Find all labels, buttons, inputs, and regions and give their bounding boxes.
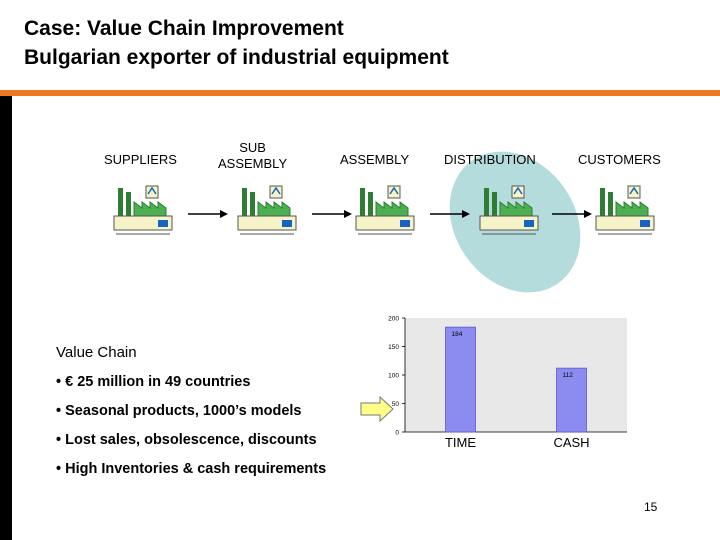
chart-y-tick-label: 150 xyxy=(388,344,399,351)
callout-arrow-icon xyxy=(360,396,394,422)
slide-title: Case: Value Chain Improvement Bulgarian … xyxy=(24,14,449,72)
slide-title-line1: Case: Value Chain Improvement xyxy=(24,17,344,40)
factory-icon xyxy=(479,185,539,235)
stage-label-suppliers: SUPPLIERS xyxy=(104,152,177,167)
flow-arrow xyxy=(312,210,352,218)
stage-label-sub-assembly: SUB ASSEMBLY xyxy=(218,140,287,172)
flow-arrow xyxy=(430,210,470,218)
factory-icon xyxy=(595,185,655,235)
stage-label-customers: CUSTOMERS xyxy=(578,152,661,167)
bullet-item: • High Inventories & cash requirements xyxy=(56,461,327,477)
slide-title-line2: Bulgarian exporter of industrial equipme… xyxy=(24,46,449,69)
chart-data-label: 112 xyxy=(563,372,574,379)
chart-y-tick-label: 50 xyxy=(392,401,400,408)
stage-label-sub-assembly-line1: SUB xyxy=(239,140,266,155)
bullet-item: • Seasonal products, 1000’s models xyxy=(56,403,302,419)
factory-icon xyxy=(113,185,173,235)
chart-bar xyxy=(445,326,476,433)
flow-arrow xyxy=(188,210,228,218)
title-rule xyxy=(0,90,720,96)
left-accent-bar xyxy=(0,96,12,540)
flow-arrow xyxy=(552,210,592,218)
chart-category-label: TIME xyxy=(445,435,476,450)
factory-icon xyxy=(237,185,297,235)
chart-category-label: CASH xyxy=(553,435,589,450)
value-chain-heading: Value Chain xyxy=(56,344,137,361)
factory-icon xyxy=(355,185,415,235)
stage-label-distribution: DISTRIBUTION xyxy=(444,152,536,167)
stage-label-sub-assembly-line2: ASSEMBLY xyxy=(218,156,288,171)
bullet-item: • € 25 million in 49 countries xyxy=(56,374,251,390)
bullet-item: • Lost sales, obsolescence, discounts xyxy=(56,432,317,448)
chart-plot-area xyxy=(405,318,627,432)
chart-data-label: 184 xyxy=(452,331,463,338)
chart-y-tick-label: 0 xyxy=(395,430,399,437)
page-number: 15 xyxy=(644,500,658,514)
chart-bar xyxy=(556,367,587,433)
time-cash-bar-chart: 0 50 100 150 200 184 112 TIME CASH xyxy=(388,316,627,450)
chart-y-tick-label: 100 xyxy=(388,373,399,380)
stage-label-assembly: ASSEMBLY xyxy=(340,152,410,167)
chart-y-tick-label: 200 xyxy=(388,316,399,323)
